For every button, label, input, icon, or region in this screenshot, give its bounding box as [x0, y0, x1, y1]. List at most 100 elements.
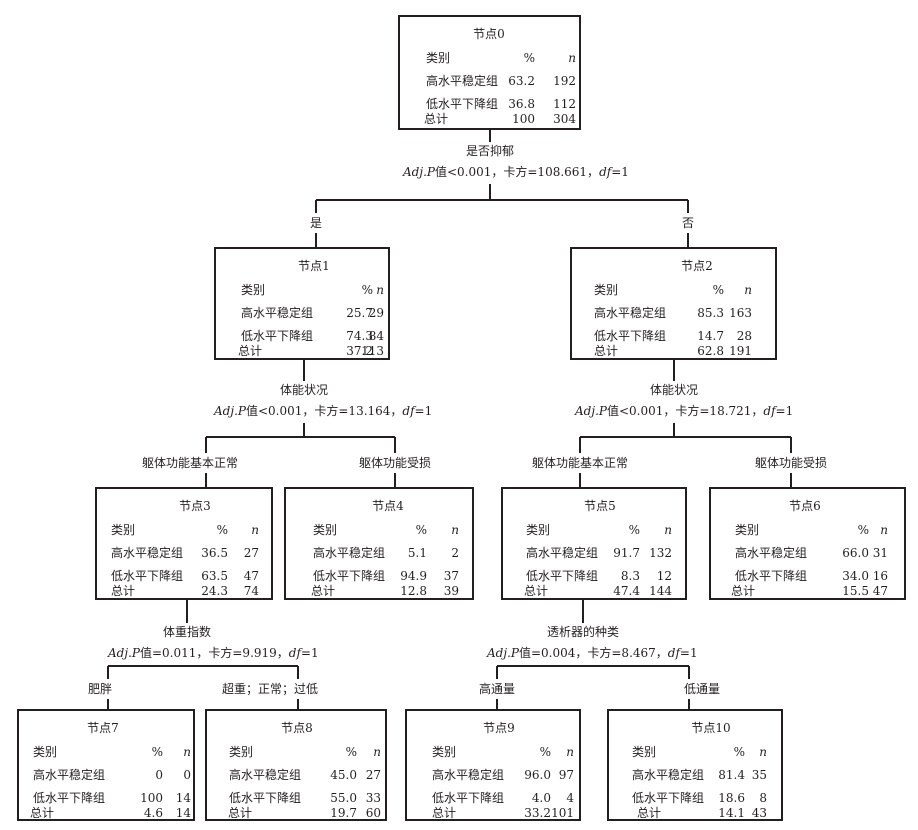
row-label-high: 高水平稳定组: [33, 767, 105, 782]
row-label-total: 总计: [111, 584, 135, 598]
row-label-low: 低水平下降组: [426, 97, 498, 111]
row-label-total: 总计: [238, 344, 262, 358]
row-high-n: 27: [244, 546, 259, 560]
row-total-n: 101: [551, 806, 574, 820]
df-value: =1: [301, 646, 319, 660]
row-label-high: 高水平稳定组: [111, 545, 183, 560]
row-label-total: 总计: [524, 584, 548, 598]
row-label-low: 低水平下降组: [632, 791, 704, 805]
stat-text: 值=0.011，卡方=9.919，: [140, 645, 289, 660]
header-n: n: [759, 745, 767, 759]
adj-p-label: Adj.P: [107, 646, 141, 660]
row-total-percent: 14.1: [718, 806, 745, 820]
row-label-high: 高水平稳定组: [229, 767, 301, 782]
row-high-n: 0: [183, 768, 191, 782]
node-box-2: [570, 247, 777, 360]
row-label-high: 高水平稳定组: [426, 73, 498, 88]
row-label-high: 高水平稳定组: [526, 545, 598, 560]
row-high-percent: 36.5: [201, 546, 228, 560]
row-low-percent: 34.0: [842, 569, 869, 583]
row-label-low: 低水平下降组: [313, 569, 385, 583]
node-box-4: [284, 487, 474, 600]
header-category: 类别: [526, 523, 550, 537]
row-total-percent: 62.8: [697, 344, 724, 358]
node-box-0: [398, 15, 581, 130]
row-low-percent: 55.0: [330, 791, 357, 805]
header-n: n: [664, 523, 672, 537]
row-label-high: 高水平稳定组: [735, 545, 807, 560]
node-title: 节点1: [298, 259, 330, 273]
row-label-low: 低水平下降组: [33, 791, 105, 805]
df-label: df: [289, 646, 304, 660]
row-label-high: 高水平稳定组: [313, 545, 385, 560]
node-title: 节点7: [87, 721, 119, 735]
row-low-n: 112: [553, 97, 576, 111]
header-category: 类别: [313, 523, 337, 537]
split-statistics: Adj.P值<0.001，卡方=108.661，df=1: [402, 164, 629, 179]
row-low-n: 28: [737, 329, 752, 343]
header-percent: %: [362, 283, 373, 297]
stat-text: 值<0.001，卡方=108.661，: [435, 164, 599, 179]
row-total-percent: 33.2: [524, 806, 551, 820]
node-box-3: [95, 487, 273, 600]
row-label-total: 总计: [424, 112, 448, 126]
header-category: 类别: [229, 745, 253, 759]
adj-p-label: Adj.P: [574, 404, 608, 418]
row-low-n: 16: [873, 569, 888, 583]
row-label-low: 低水平下降组: [432, 791, 504, 805]
header-n: n: [568, 51, 576, 65]
df-label: df: [599, 165, 614, 179]
split-statistics: Adj.P值<0.001，卡方=18.721，df=1: [574, 403, 793, 418]
node-title: 节点10: [691, 721, 730, 735]
row-high-n: 31: [873, 546, 888, 560]
branch-label: 低通量: [684, 682, 720, 696]
row-total-percent: 37.2: [346, 344, 373, 358]
split-variable-label: 体能状况: [650, 383, 698, 397]
row-label-high: 高水平稳定组: [632, 767, 704, 782]
row-low-n: 37: [444, 569, 459, 583]
row-high-percent: 5.1: [408, 546, 427, 560]
branch-label: 否: [682, 216, 694, 230]
row-low-n: 8: [759, 791, 767, 805]
df-label: df: [763, 404, 778, 418]
row-label-total: 总计: [30, 806, 54, 820]
stat-text: 值=0.004，卡方=8.467，: [519, 645, 668, 660]
node-box-1: [214, 247, 390, 360]
df-label: df: [668, 646, 683, 660]
split-variable-label: 体能状况: [280, 383, 328, 397]
row-high-percent: 0: [155, 768, 163, 782]
split-variable-label: 透析器的种类: [547, 624, 619, 639]
split-statistics: Adj.P值=0.004，卡方=8.467，df=1: [486, 645, 698, 660]
row-label-high: 高水平稳定组: [241, 305, 313, 320]
row-high-percent: 25.7: [346, 306, 373, 320]
row-total-n: 74: [244, 584, 260, 598]
header-percent: %: [416, 523, 427, 537]
row-label-low: 低水平下降组: [526, 569, 598, 583]
node-box-8: [205, 709, 387, 821]
node-box-7: [17, 709, 195, 821]
header-category: 类别: [426, 51, 450, 65]
node-title: 节点3: [179, 499, 211, 513]
row-high-n: 35: [752, 768, 767, 782]
stat-text: 值<0.001，卡方=13.164，: [246, 403, 402, 418]
row-low-percent: 18.6: [718, 791, 745, 805]
row-total-n: 60: [366, 806, 381, 820]
header-n: n: [183, 745, 191, 759]
row-high-n: 29: [369, 306, 384, 320]
node-title: 节点5: [584, 499, 616, 513]
row-label-total: 总计: [594, 344, 618, 358]
branch-label: 躯体功能受损: [755, 455, 827, 470]
row-high-percent: 85.3: [697, 306, 724, 320]
node-title: 节点2: [681, 259, 713, 273]
row-high-percent: 91.7: [613, 546, 640, 560]
row-total-n: 47: [873, 584, 888, 598]
row-total-n: 113: [361, 344, 384, 358]
node-title: 节点8: [281, 721, 313, 735]
header-n: n: [251, 523, 259, 537]
row-low-n: 12: [657, 569, 672, 583]
row-high-n: 97: [559, 768, 574, 782]
row-high-percent: 63.2: [508, 74, 535, 88]
row-total-percent: 24.3: [201, 584, 228, 598]
node-box-9: [405, 709, 581, 821]
row-label-total: 总计: [637, 806, 661, 820]
